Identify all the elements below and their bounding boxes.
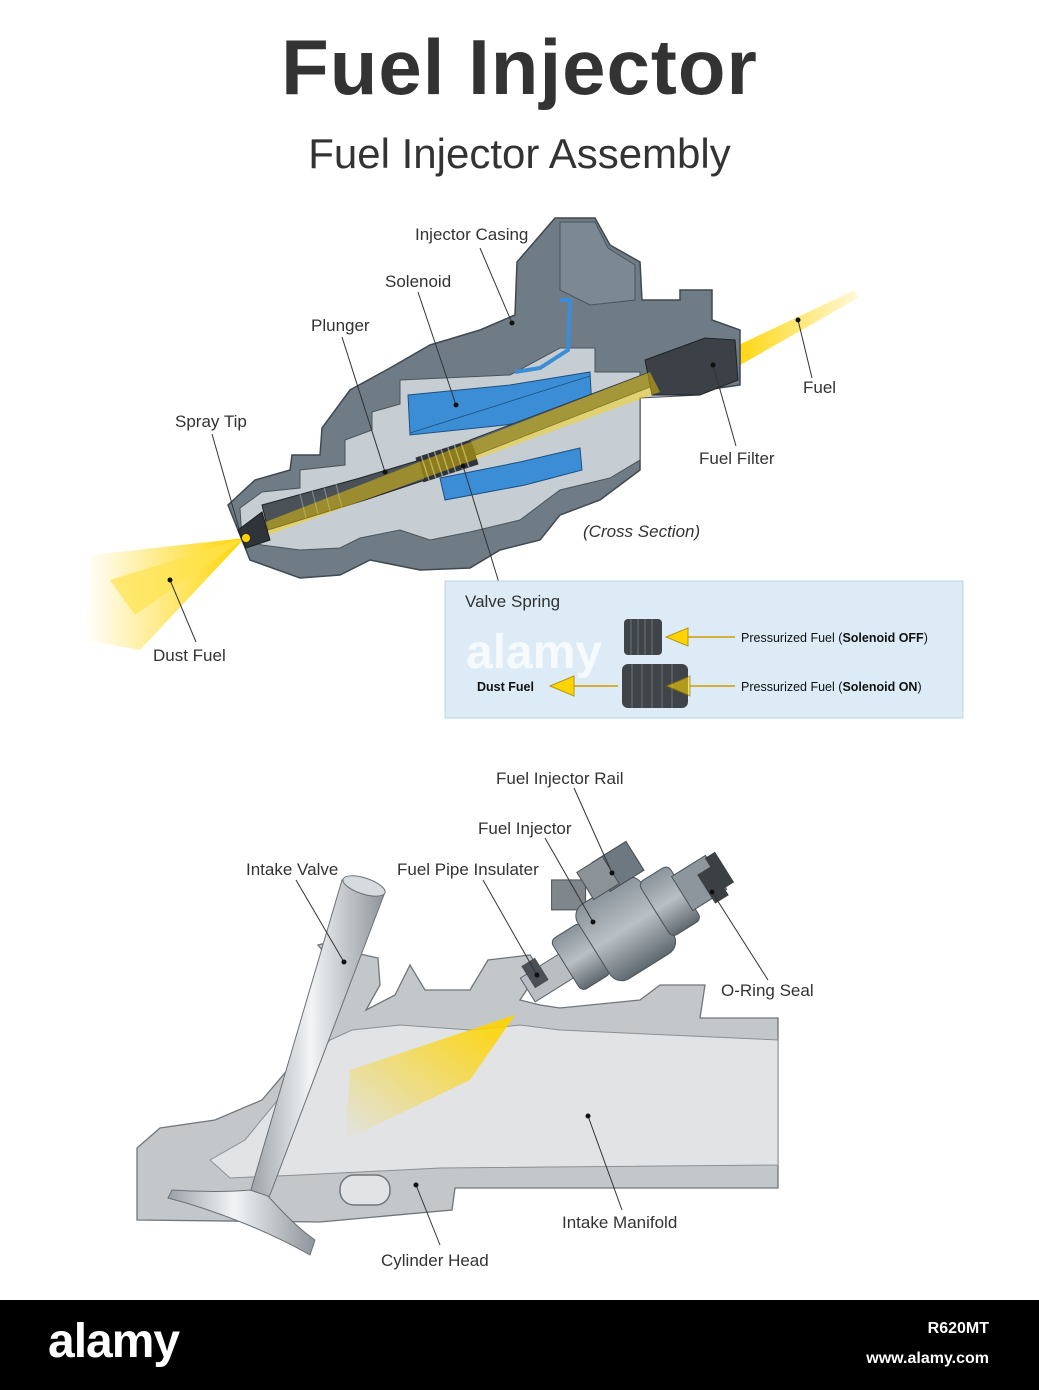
label-dust-fuel: Dust Fuel [153, 646, 226, 665]
intake-assembly [136, 840, 779, 1256]
footer-logo: alamy [48, 1315, 180, 1368]
fuel-rail-block [551, 879, 587, 911]
coolant-passage [339, 1174, 391, 1206]
manifold-spray [345, 1015, 515, 1140]
label-cylinder-head: Cylinder Head [381, 1251, 489, 1270]
label-o-ring-seal: O-Ring Seal [721, 981, 814, 1000]
o-ring-seal-shape [697, 866, 729, 904]
label-plunger: Plunger [311, 316, 370, 335]
pipe-insulator-shape [521, 957, 549, 989]
label-fuel: Fuel [803, 378, 836, 397]
fuel-injector-diagram: Injector Casing Solenoid Plunger Spray T… [85, 217, 964, 1270]
legend-watermark: alamy [466, 626, 602, 679]
label-fuel-filter: Fuel Filter [699, 449, 775, 468]
page-title: Fuel Injector [281, 23, 758, 111]
legend-row-on: Pressurized Fuel (Solenoid ON) [741, 680, 922, 694]
label-intake-valve: Intake Valve [246, 860, 338, 879]
label-fuel-injector: Fuel Injector [478, 819, 572, 838]
arrow-left-icon [664, 627, 689, 647]
legend-title: Valve Spring [465, 592, 560, 611]
top-callout-dots [167, 317, 801, 583]
label-spray-tip: Spray Tip [175, 412, 247, 431]
label-fuel-injector-rail: Fuel Injector Rail [496, 769, 624, 788]
fuel-filter-shape [644, 337, 739, 396]
connector-block [559, 221, 636, 306]
internal-fuel-flow [250, 372, 660, 540]
label-fuel-pipe-insulater: Fuel Pipe Insulater [397, 860, 539, 879]
spring-compressed-icon [624, 619, 662, 655]
fuel-channel [514, 298, 573, 374]
label-solenoid: Solenoid [385, 272, 451, 291]
legend-dust-fuel: Dust Fuel [477, 680, 534, 694]
page-subtitle: Fuel Injector Assembly [308, 130, 731, 177]
solenoid-lower [439, 447, 583, 501]
label-injector-casing: Injector Casing [415, 225, 528, 244]
label-intake-manifold: Intake Manifold [562, 1213, 677, 1232]
fuel-inlet-stream [728, 290, 858, 368]
plunger-shape [261, 459, 426, 531]
bottom-callout-dots [341, 870, 715, 1188]
label-cross-section: (Cross Section) [583, 522, 700, 541]
arrow-left-icon [664, 675, 691, 697]
legend-row-off: Pressurized Fuel (Solenoid OFF) [741, 631, 928, 645]
intake-valve-head [167, 1189, 316, 1256]
footer-bar: alamy R620MT www.alamy.com [0, 1300, 1039, 1390]
bottom-callouts [295, 787, 769, 1246]
spray-cone-inner [110, 538, 245, 615]
arrow-left-icon [548, 675, 575, 697]
footer-url: www.alamy.com [866, 1350, 989, 1367]
footer-image-id: R620MT [927, 1320, 989, 1337]
intake-valve-stem-top [342, 875, 386, 897]
valve-spring-legend: Valve Spring alamy Pressurized Fuel (Sol… [444, 580, 964, 719]
top-callouts [169, 247, 813, 643]
injector-cross-section [85, 217, 858, 650]
